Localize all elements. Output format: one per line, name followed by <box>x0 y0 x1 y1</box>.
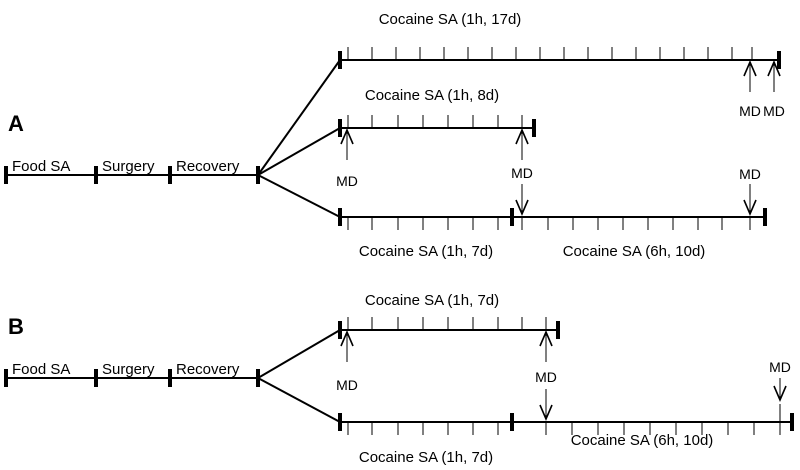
up-arrow-icon <box>743 59 757 77</box>
timeline-arm-b2: MD Cocaine SA (1h, 7d) Cocaine SA (6h, 1… <box>338 359 794 466</box>
timeline-arm-b1: Cocaine SA (1h, 7d) MD <box>336 292 560 393</box>
down-arrow-icon <box>539 404 553 422</box>
stage-label-food-sa: Food SA <box>12 158 70 175</box>
md-label: MD <box>739 166 761 182</box>
md-marker: MD <box>739 59 761 119</box>
segment-label: Cocaine SA (1h, 7d) <box>359 243 493 260</box>
md-label: MD <box>763 103 785 119</box>
md-marker: MD <box>336 329 358 393</box>
md-marker: MD <box>763 59 785 119</box>
md-label: MD <box>511 165 533 181</box>
segment-label: Cocaine SA (6h, 10d) <box>563 243 706 260</box>
pre-timeline-b: Food SA Surgery Recovery <box>4 361 260 387</box>
up-arrow-icon <box>515 127 529 145</box>
md-label: MD <box>336 173 358 189</box>
branch-line-a3 <box>257 174 341 218</box>
stage-label-recovery: Recovery <box>176 158 240 175</box>
branch-line-a1 <box>257 59 341 176</box>
panel-label-b: B <box>8 314 24 339</box>
down-arrow-icon <box>515 199 529 217</box>
down-arrow-icon <box>743 199 757 217</box>
down-arrow-icon <box>773 385 787 403</box>
timeline-arm-a1: Cocaine SA (1h, 17d) <box>338 11 785 119</box>
branch-line-b1 <box>257 329 341 379</box>
day-ticks <box>347 115 523 128</box>
panel-a: A Food SA Surgery Recovery Cocaine SA (1… <box>4 11 785 260</box>
stage-label-recovery: Recovery <box>176 361 240 378</box>
branch-line-b2 <box>257 377 341 423</box>
branch-lines-b <box>257 329 341 423</box>
md-marker: MD <box>739 166 761 217</box>
segment-label: Cocaine SA (1h, 7d) <box>365 292 499 309</box>
md-marker: MD <box>535 329 557 385</box>
day-ticks <box>347 404 781 435</box>
md-marker <box>539 389 553 422</box>
md-label: MD <box>769 359 791 375</box>
md-label: MD <box>535 369 557 385</box>
day-ticks <box>347 47 753 60</box>
md-marker: MD <box>511 127 533 181</box>
md-marker: MD <box>769 359 791 403</box>
up-arrow-icon <box>539 329 553 347</box>
segment-label: Cocaine SA (1h, 8d) <box>365 87 499 104</box>
timeline-arm-a3: MD Cocaine SA (1h, 7d) Cocaine SA (6h, 1… <box>338 166 767 260</box>
stage-label-surgery: Surgery <box>102 158 155 175</box>
md-marker: MD <box>336 127 358 189</box>
branch-line-a2 <box>257 127 341 176</box>
timeline-arm-a2: Cocaine SA (1h, 8d) MD <box>336 87 536 189</box>
segment-label: Cocaine SA (1h, 17d) <box>379 11 522 28</box>
md-label: MD <box>336 377 358 393</box>
day-ticks <box>347 317 547 330</box>
pre-timeline-a: Food SA Surgery Recovery <box>4 158 260 184</box>
day-ticks <box>347 217 751 230</box>
stage-label-food-sa: Food SA <box>12 361 70 378</box>
segment-label: Cocaine SA (1h, 7d) <box>359 449 493 466</box>
stage-label-surgery: Surgery <box>102 361 155 378</box>
segment-label: Cocaine SA (6h, 10d) <box>571 432 714 449</box>
up-arrow-icon <box>340 329 354 347</box>
up-arrow-icon <box>767 59 781 77</box>
up-arrow-icon <box>340 127 354 145</box>
branch-lines-a <box>257 59 341 218</box>
md-label: MD <box>739 103 761 119</box>
panel-label-a: A <box>8 111 24 136</box>
panel-b: B Food SA Surgery Recovery Cocaine SA (1… <box>4 292 794 466</box>
md-marker <box>515 184 529 217</box>
